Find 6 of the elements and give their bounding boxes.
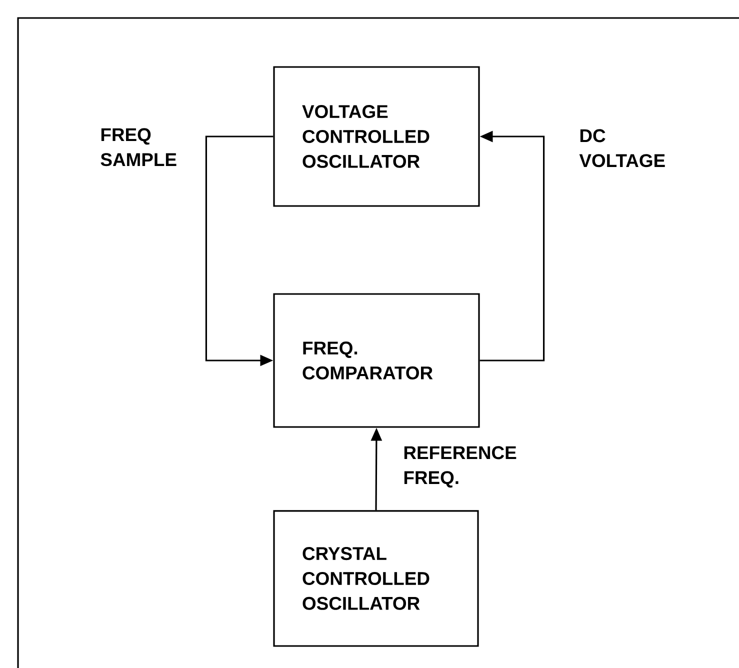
block-box: VOLTAGE CONTROLLED OSCILLATOR	[273, 66, 480, 207]
edge-label: DC VOLTAGE	[579, 129, 665, 168]
edge-label: REFERENCE FREQ.	[404, 446, 516, 488]
edge-label: FREQ SAMPLE	[100, 128, 176, 166]
block-box: FREQ. COMPARATOR	[273, 293, 480, 428]
block-box: CRYSTAL CONTROLLED OSCILLATOR	[273, 510, 479, 647]
